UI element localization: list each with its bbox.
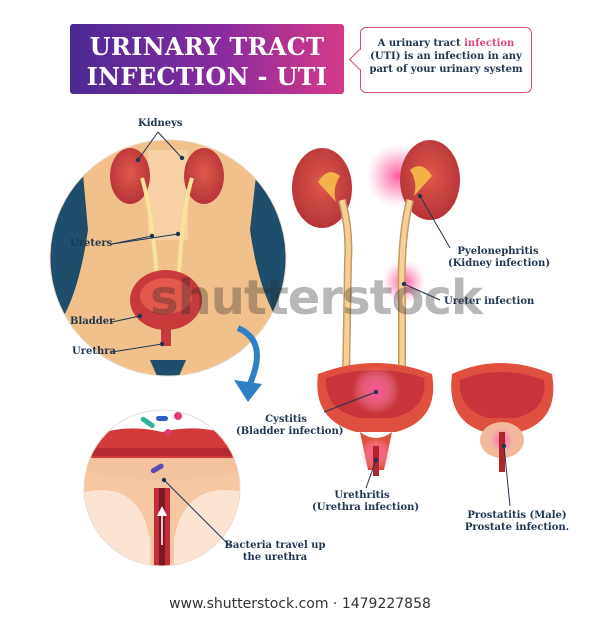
label-prostatitis-line-1: Prostatitis (Male) [467, 510, 567, 521]
definition-suffix: (UTI) is an infection in any part of you… [369, 51, 523, 75]
body-anatomy-circle [50, 140, 286, 376]
label-bladder: Bladder [70, 316, 115, 327]
definition-highlight: infection [464, 38, 515, 49]
title-line-1: URINARY TRACT [89, 32, 325, 61]
label-bacteria-line-2: the urethra [242, 552, 308, 563]
title-line-2: INFECTION - UTI [86, 62, 328, 91]
prostate-detail [451, 363, 554, 472]
label-cystitis-line-2: (Bladder infection) [236, 426, 344, 437]
label-cystitis: Cystitis (Bladder infection) [236, 414, 344, 438]
label-urethritis-line-2: (Urethra infection) [312, 502, 420, 513]
watermark: shutterstock [150, 270, 483, 326]
label-urethra: Urethra [72, 346, 116, 357]
title-banner: URINARY TRACT INFECTION - UTI [70, 24, 344, 94]
urinary-system-detail [292, 140, 460, 476]
bladder-body [130, 270, 202, 346]
urethra-zoom-circle [84, 410, 240, 566]
label-prostatitis-line-2: Prostate infection. [464, 522, 570, 533]
label-pyelonephritis-line-1: Pyelonephritis [457, 246, 539, 257]
label-urethritis: Urethritis (Urethra infection) [312, 490, 420, 514]
label-ureters: Ureters [70, 238, 113, 249]
definition-prefix: A urinary tract [377, 38, 465, 49]
label-pyelonephritis: Pyelonephritis (Kidney infection) [448, 246, 551, 270]
label-bacteria: Bacteria travel up the urethra [220, 540, 330, 564]
label-ureter-infection: Ureter infection [444, 296, 535, 307]
label-urethritis-line-1: Urethritis [334, 490, 390, 501]
label-pyelonephritis-line-2: (Kidney infection) [448, 258, 551, 269]
label-prostatitis: Prostatitis (Male) Prostate infection. [462, 510, 572, 534]
definition-box: A urinary tract infection (UTI) is an in… [348, 27, 532, 93]
label-cystitis-line-1: Cystitis [265, 414, 307, 425]
zoom-arrow [234, 325, 262, 402]
label-kidneys: Kidneys [138, 118, 183, 129]
footer: www.shutterstock.com · 1479227858 [169, 596, 431, 612]
label-bacteria-line-1: Bacteria travel up [224, 540, 326, 551]
